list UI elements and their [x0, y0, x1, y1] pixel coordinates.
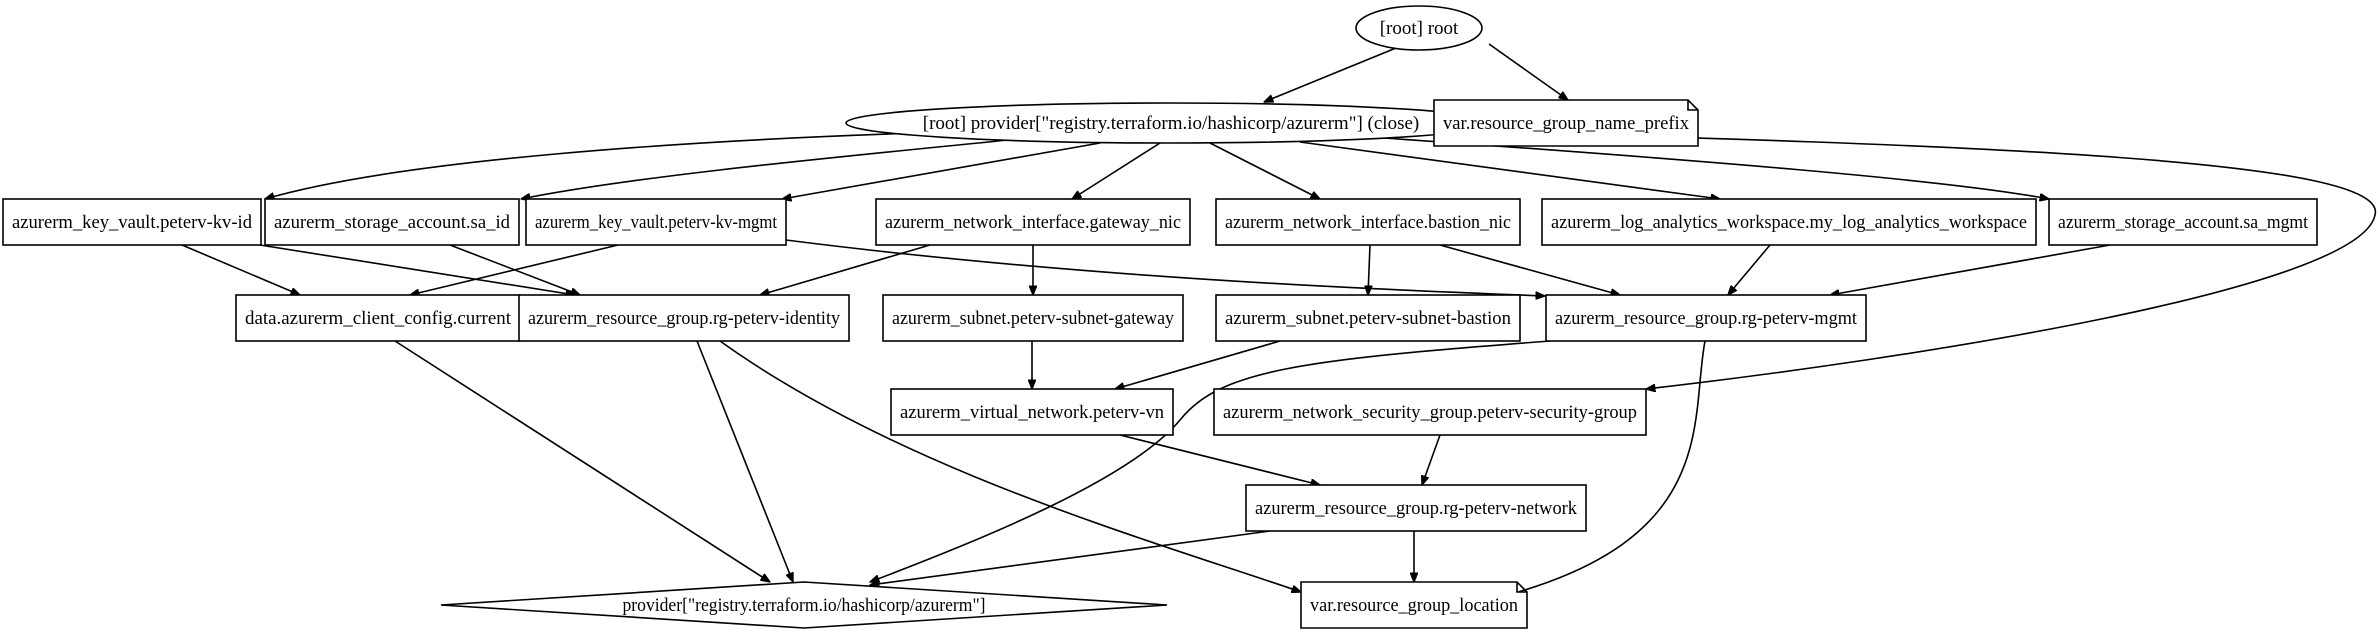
node-label: azurerm_network_interface.gateway_nic: [885, 212, 1181, 233]
node-shape: [2, 198, 262, 246]
edge-law-to-rg-mgmt: [1728, 244, 1771, 295]
node-subnet-gateway: azurerm_subnet.peterv-subnet-gateway: [882, 294, 1184, 342]
edge-provider-close-to-law: [1299, 141, 1720, 199]
node-shape: [525, 198, 787, 246]
edges-layer: [181, 43, 2377, 597]
node-shape: [1545, 294, 1867, 342]
node-label: azurerm_resource_group.rg-peterv-mgmt: [1555, 308, 1858, 329]
node-label: azurerm_key_vault.peterv-kv-mgmt: [535, 212, 778, 233]
node-client-config: data.azurerm_client_config.current: [235, 294, 521, 342]
node-shape: [882, 294, 1184, 342]
node-shape: [440, 581, 1168, 629]
node-shape: [1215, 294, 1521, 342]
node-shape: [235, 294, 521, 342]
edge-ni-bastion-to-rg-mgmt: [1439, 244, 1620, 295]
node-shape: [1355, 5, 1483, 51]
edge-kv-mgmt-to-rg-mgmt: [785, 239, 1545, 296]
edge-ni-gateway-to-rg-identity: [760, 244, 931, 295]
node-var-location: var.resource_group_location: [1300, 581, 1528, 629]
edge-nsg-to-rg-network: [1422, 434, 1441, 485]
node-label: azurerm_subnet.peterv-subnet-gateway: [892, 308, 1174, 329]
node-sa-id: azurerm_storage_account.sa_id: [264, 198, 520, 246]
node-label: azurerm_storage_account.sa_id: [274, 212, 510, 233]
node-kv-id: azurerm_key_vault.peterv-kv-id: [2, 198, 262, 246]
edge-ni-bastion-to-subnet-bastion: [1368, 244, 1370, 295]
node-shape: [1541, 198, 2037, 246]
node-subnet-bastion: azurerm_subnet.peterv-subnet-bastion: [1215, 294, 1521, 342]
node-label: azurerm_subnet.peterv-subnet-bastion: [1225, 308, 1511, 329]
node-label: azurerm_resource_group.rg-peterv-identit…: [528, 308, 840, 329]
node-shape: [1300, 581, 1528, 629]
edge-provider-close-to-nsg: [1409, 129, 2377, 389]
node-shape: [1245, 484, 1587, 532]
node-label: azurerm_resource_group.rg-peterv-network: [1255, 498, 1577, 519]
node-rg-network: azurerm_resource_group.rg-peterv-network: [1245, 484, 1587, 532]
nodes-layer: [root] root [root] provider["registry.ter…: [2, 5, 2318, 629]
edge-client-config-to-provider: [394, 340, 770, 582]
edge-rg-mgmt-to-var-location: [1500, 340, 1706, 597]
edge-vnet-to-rg-network: [1119, 434, 1320, 485]
node-label: azurerm_key_vault.peterv-kv-id: [12, 212, 252, 233]
edge-root-to-var-prefix: [1488, 43, 1568, 100]
node-label: var.resource_group_name_prefix: [1443, 113, 1689, 134]
node-label: azurerm_network_interface.bastion_nic: [1225, 212, 1511, 233]
node-kv-mgmt: azurerm_key_vault.peterv-kv-mgmt: [525, 198, 787, 246]
node-shape: [2048, 198, 2318, 246]
node-label: provider["registry.terraform.io/hashicor…: [623, 595, 986, 616]
node-label: azurerm_network_security_group.peterv-se…: [1223, 402, 1637, 423]
node-rg-identity: azurerm_resource_group.rg-peterv-identit…: [518, 294, 850, 342]
node-shape: [518, 294, 850, 342]
edge-kv-mgmt-to-client-config: [410, 244, 619, 295]
edge-provider-close-to-kv-mgmt: [782, 142, 1101, 199]
node-shape: [1215, 198, 1521, 246]
node-ni-gateway: azurerm_network_interface.gateway_nic: [875, 198, 1191, 246]
edge-provider-close-to-ni-gateway: [1072, 142, 1161, 199]
node-label: [root] root: [1380, 18, 1459, 39]
edge-rg-mgmt-to-provider: [870, 340, 1551, 582]
node-label: azurerm_virtual_network.peterv-vn: [900, 402, 1164, 423]
node-label: azurerm_log_analytics_workspace.my_log_a…: [1551, 212, 2027, 233]
node-rg-mgmt: azurerm_resource_group.rg-peterv-mgmt: [1545, 294, 1867, 342]
node-sa-mgmt: azurerm_storage_account.sa_mgmt: [2048, 198, 2318, 246]
node-shape: [264, 198, 520, 246]
edge-provider-close-to-kv-id: [265, 131, 951, 199]
edge-provider-close-to-ni-bastion: [1209, 142, 1320, 199]
node-var-prefix: var.resource_group_name_prefix: [1433, 99, 1699, 147]
node-ni-bastion: azurerm_network_interface.bastion_nic: [1215, 198, 1521, 246]
node-label: azurerm_storage_account.sa_mgmt: [2058, 212, 2309, 233]
edge-rg-network-to-provider: [870, 530, 1271, 585]
edge-provider-close-to-sa-id: [521, 139, 1009, 199]
node-vnet: azurerm_virtual_network.peterv-vn: [890, 388, 1174, 436]
node-shape: [875, 198, 1191, 246]
edge-kv-id-to-rg-identity: [259, 244, 575, 295]
node-shape: [890, 388, 1174, 436]
node-label: var.resource_group_location: [1310, 595, 1518, 616]
edge-root-to-provider-close: [1264, 47, 1397, 103]
node-provider: provider["registry.terraform.io/hashicor…: [440, 581, 1168, 629]
node-nsg: azurerm_network_security_group.peterv-se…: [1213, 388, 1647, 436]
edge-sa-mgmt-to-rg-mgmt: [1830, 244, 2111, 295]
node-shape: [1433, 99, 1699, 147]
node-label: [root] provider["registry.terraform.io/h…: [923, 113, 1419, 134]
edge-rg-identity-to-provider: [696, 340, 794, 582]
node-law: azurerm_log_analytics_workspace.my_log_a…: [1541, 198, 2037, 246]
node-provider-close: [root] provider["registry.terraform.io/h…: [845, 102, 1497, 144]
node-label: data.azurerm_client_config.current: [245, 308, 512, 329]
edge-subnet-bastion-to-vnet: [1115, 340, 1281, 389]
node-root: [root] root: [1355, 5, 1483, 51]
node-shape: [1213, 388, 1647, 436]
edge-rg-identity-to-var-location: [719, 340, 1301, 592]
edge-kv-id-to-client-config: [181, 244, 300, 296]
